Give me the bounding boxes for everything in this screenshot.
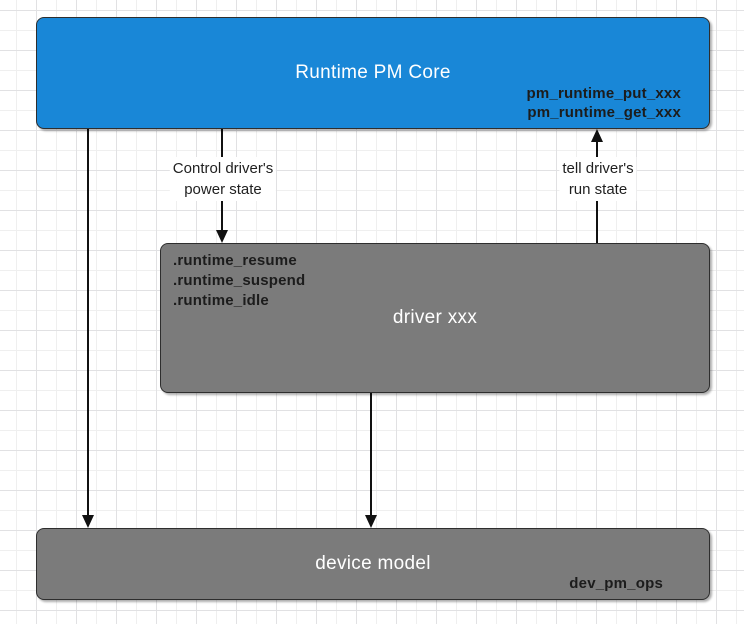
edge-label-tell-run-state: tell driver's run state xyxy=(559,157,637,201)
arrow-core-to-driver-head-icon xyxy=(216,230,228,243)
node-device-model: device model dev_pm_ops xyxy=(36,528,710,600)
edge-label-control-power-state: Control driver's power state xyxy=(169,157,277,201)
annotation-runtime-resume: .runtime_resume xyxy=(173,252,297,269)
annotation-runtime-idle: .runtime_idle xyxy=(173,292,269,309)
annotation-runtime-suspend: .runtime_suspend xyxy=(173,272,306,289)
arrow-driver-to-device-head-icon xyxy=(365,515,377,528)
edge-label-tell-line2: run state xyxy=(568,181,628,198)
annotation-pm-runtime-put: pm_runtime_put_xxx xyxy=(526,85,681,102)
edge-label-control-line2: power state xyxy=(184,181,262,198)
node-driver-annotations: .runtime_resume .runtime_suspend .runtim… xyxy=(173,251,305,311)
arrow-driver-to-device-line xyxy=(370,393,372,516)
node-runtime-pm-core: Runtime PM Core pm_runtime_put_xxx pm_ru… xyxy=(36,17,710,129)
annotation-pm-runtime-get: pm_runtime_get_xxx xyxy=(527,104,681,121)
annotation-dev-pm-ops: dev_pm_ops xyxy=(569,575,663,592)
node-device-model-title: device model xyxy=(315,553,431,574)
edge-label-tell-line1: tell driver's xyxy=(562,160,634,177)
node-driver-title: driver xxx xyxy=(392,307,478,328)
arrow-core-to-device-head-icon xyxy=(82,515,94,528)
node-runtime-pm-core-annotations: pm_runtime_put_xxx pm_runtime_get_xxx xyxy=(527,84,681,122)
edge-label-control-line1: Control driver's xyxy=(172,160,274,177)
arrow-driver-to-core-head-icon xyxy=(591,129,603,142)
arrow-core-to-device-line xyxy=(87,129,89,516)
node-driver-xxx: .runtime_resume .runtime_suspend .runtim… xyxy=(160,243,710,393)
node-runtime-pm-core-title: Runtime PM Core xyxy=(295,62,451,83)
